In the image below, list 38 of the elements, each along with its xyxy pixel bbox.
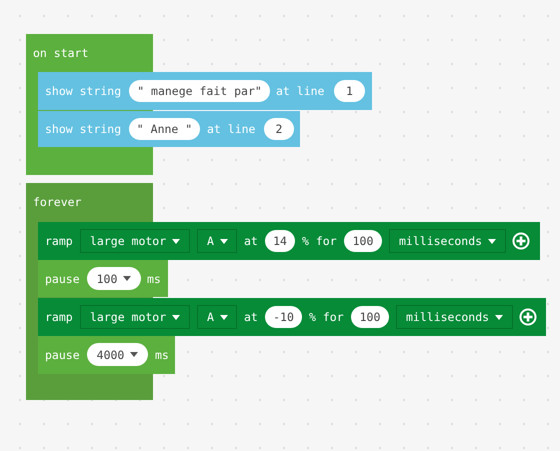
dropdown-menu: large motor bbox=[80, 229, 190, 253]
value-field: 100 bbox=[351, 306, 389, 328]
block-keyword: ramp bbox=[45, 234, 73, 248]
block-keyword: at line bbox=[207, 122, 256, 136]
code-block bbox=[38, 72, 372, 110]
value-field: -10 bbox=[265, 306, 302, 328]
block-keyword: pause bbox=[45, 272, 80, 286]
block-keyword: forever bbox=[33, 195, 82, 209]
block-keyword: pause bbox=[45, 348, 80, 362]
value-field: 14 bbox=[265, 230, 295, 252]
block-keyword: ms bbox=[155, 348, 169, 362]
block-keyword: show string bbox=[45, 122, 122, 136]
code-block bbox=[38, 111, 300, 147]
dropdown-menu: milliseconds bbox=[396, 305, 513, 329]
value-field: 1 bbox=[334, 80, 365, 102]
block-keyword: % for bbox=[309, 310, 344, 324]
block-keyword: show string bbox=[45, 84, 122, 98]
dropdown-menu: A bbox=[197, 305, 237, 329]
block-keyword: at bbox=[244, 310, 258, 324]
code-block bbox=[38, 336, 175, 374]
block-keyword: ms bbox=[147, 272, 161, 286]
dropdown-menu: milliseconds bbox=[389, 229, 506, 253]
block-keyword: at bbox=[244, 234, 258, 248]
value-field: 100 bbox=[344, 230, 382, 252]
value-field: 4000 bbox=[87, 343, 148, 366]
code-block bbox=[38, 298, 546, 336]
dropdown-menu: A bbox=[197, 229, 237, 253]
code-block bbox=[38, 260, 168, 297]
value-field: " Anne " bbox=[129, 118, 200, 140]
block-keyword: % for bbox=[302, 234, 337, 248]
value-field: " manege fait par" bbox=[129, 80, 270, 102]
value-field: 100 bbox=[87, 267, 141, 290]
block-keyword: ramp bbox=[45, 310, 73, 324]
dropdown-menu: large motor bbox=[80, 305, 190, 329]
block-keyword: on start bbox=[33, 46, 88, 60]
code-block bbox=[38, 222, 540, 260]
value-field: 2 bbox=[264, 118, 294, 140]
block-keyword: at line bbox=[276, 84, 324, 98]
